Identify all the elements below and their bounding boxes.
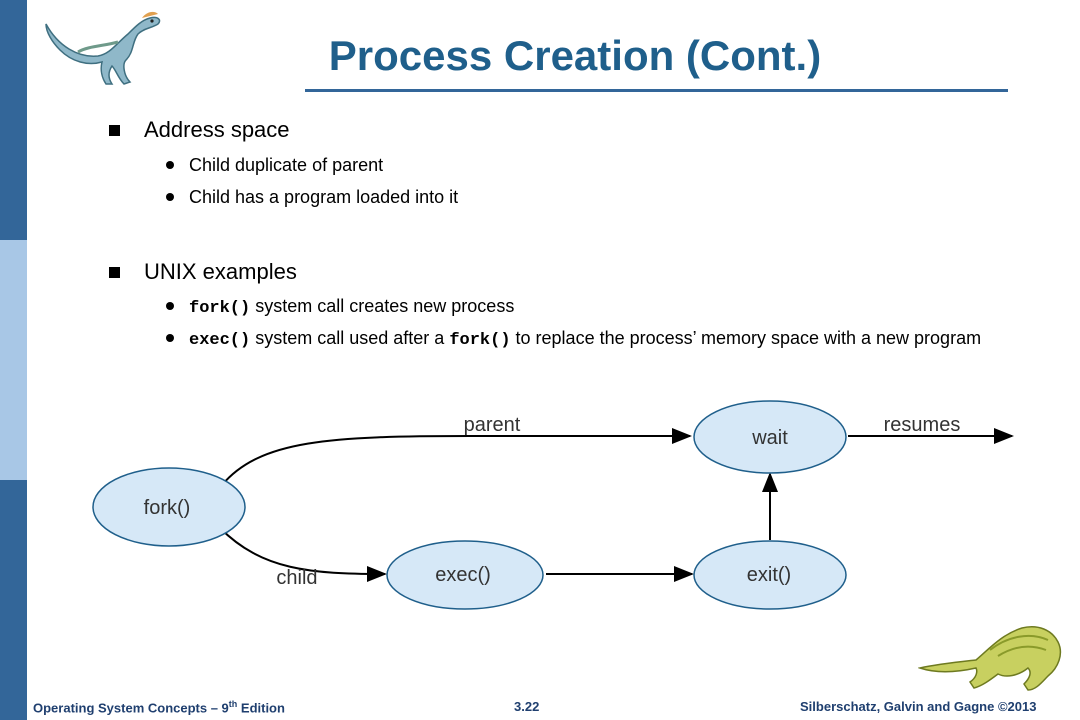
- code-exec: exec(): [189, 331, 251, 350]
- footer-text: Edition: [237, 700, 285, 716]
- footer-copyright: Silberschatz, Galvin and Gagne ©2013: [800, 699, 1037, 714]
- list-item-text: fork() system call creates new process: [189, 293, 1009, 322]
- node-wait-label: wait: [751, 427, 788, 449]
- node-wait: [693, 400, 847, 474]
- footer-superscript: th: [228, 699, 238, 709]
- round-bullet-icon: [166, 334, 174, 342]
- node-exit: [693, 540, 847, 610]
- list-item-text: exec() system call used after a fork() t…: [189, 325, 1009, 354]
- list-item-text: Child has a program loaded into it: [189, 187, 459, 207]
- section-address-space: Address space: [109, 117, 290, 143]
- edge-label-resumes: resumes: [884, 414, 961, 436]
- square-bullet-icon: [109, 266, 120, 278]
- list-item-text: Child duplicate of parent: [189, 155, 384, 175]
- sidebar-top-band: [0, 0, 27, 240]
- dinosaur-bottom-icon: [918, 626, 1062, 691]
- dinosaur-top-icon: [45, 11, 161, 85]
- footer-book-title: Operating System Concepts – 9th Edition: [33, 699, 285, 715]
- list-item: Child duplicate of parent: [166, 152, 1009, 178]
- text-segment: system call used after a: [250, 328, 450, 348]
- title-underline: [305, 89, 1008, 92]
- node-exec: [386, 540, 544, 610]
- node-exit-label: exit(): [747, 564, 791, 586]
- sidebar-middle-band: [0, 240, 27, 480]
- list-item: exec() system call used after a fork() t…: [166, 325, 1009, 354]
- round-bullet-icon: [166, 193, 174, 201]
- sidebar-bottom-band: [0, 480, 27, 720]
- section-heading: UNIX examples: [144, 259, 297, 284]
- text-segment: system call creates new process: [250, 296, 515, 316]
- edge-label-child: child: [276, 567, 317, 589]
- code-fork: fork(): [189, 299, 251, 318]
- node-fork: [92, 467, 246, 547]
- list-item: Child has a program loaded into it: [166, 184, 1009, 210]
- code-fork: fork(): [449, 331, 511, 350]
- edge-fork-to-exec: [219, 527, 387, 582]
- footer-text: Operating System Concepts – 9: [33, 700, 229, 716]
- square-bullet-icon: [109, 124, 120, 136]
- text-segment: to replace the process’ memory space wit…: [510, 328, 982, 348]
- process-diagram: fork() wait exec() exit() parent child r…: [92, 400, 1014, 610]
- node-fork-label: fork(): [144, 497, 191, 519]
- round-bullet-icon: [166, 302, 174, 310]
- edge-label-parent: parent: [464, 414, 521, 436]
- page-number: 3.22: [514, 699, 540, 714]
- section-heading: Address space: [144, 117, 290, 142]
- round-bullet-icon: [166, 161, 174, 169]
- edge-fork-to-wait: [221, 428, 692, 486]
- section-unix-examples: UNIX examples: [109, 259, 297, 285]
- page-title: Process Creation (Cont.): [328, 32, 822, 79]
- node-exec-label: exec(): [435, 564, 491, 586]
- list-item: fork() system call creates new process: [166, 293, 1009, 322]
